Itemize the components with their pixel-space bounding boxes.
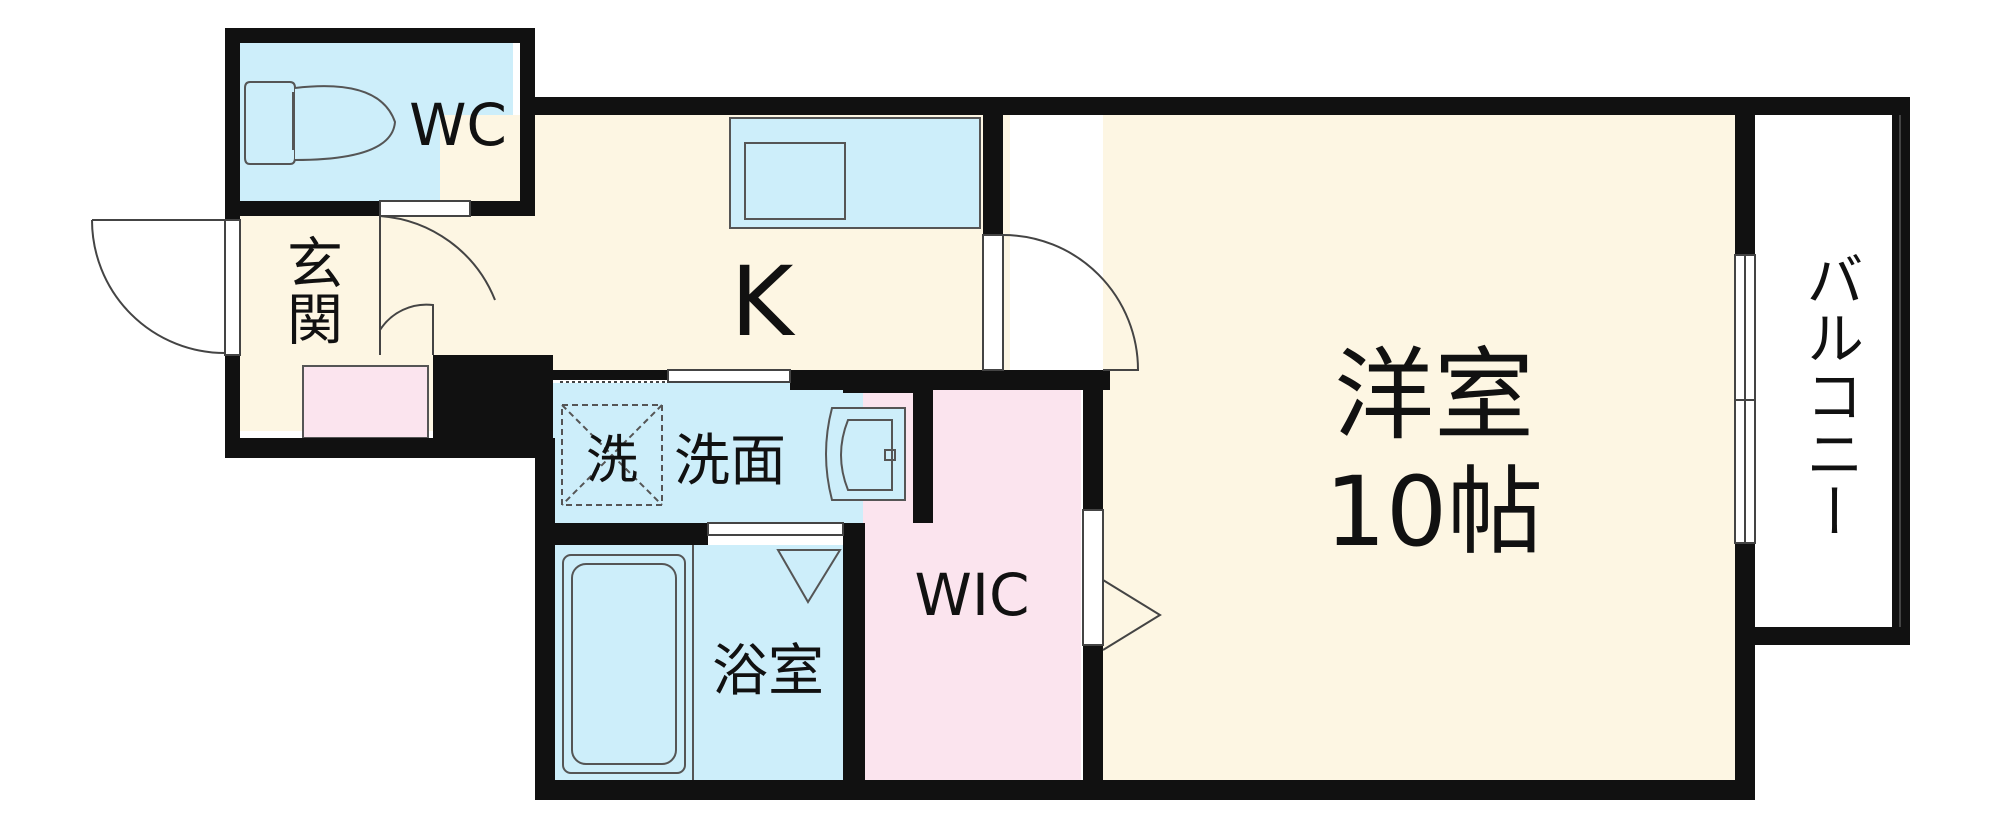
balcony-floor [1755,115,1903,627]
wash-basin-icon [825,407,906,501]
toilet-icon [244,81,296,165]
balcony-label: バルコニー [1796,250,1864,540]
genkan-label-1: 玄関 [278,234,343,346]
walls [225,28,1910,800]
western-room-floor [1103,115,1735,780]
kitchen-sink [744,142,846,220]
labels: WC 玄関 K 洗 洗面 浴室 WIC 洋室 10帖 バルコニー [278,91,1865,704]
washing-machine-label: 洗 [586,431,638,491]
shower-icon [776,549,842,604]
western-room-size-label: 10帖 [1325,456,1543,568]
genkan-inner-door [379,303,434,355]
entrance-door [91,219,226,354]
kitchen-label: K [731,246,796,358]
wic-label: WIC [915,561,1030,629]
toilet-bowl-icon [294,85,397,161]
washroom-label: 洗面 [674,429,786,494]
room-door [1002,234,1140,371]
western-room-label: 洋室 [1334,337,1534,454]
openings [91,115,1901,651]
fixtures [244,81,906,780]
wic-door [1102,579,1162,651]
washing-machine-space [561,404,663,506]
bathtub-icon [562,554,686,774]
shoe-cabinet [302,365,429,439]
bathroom-label: 浴室 [712,639,824,704]
wc-label: WC [409,91,507,159]
